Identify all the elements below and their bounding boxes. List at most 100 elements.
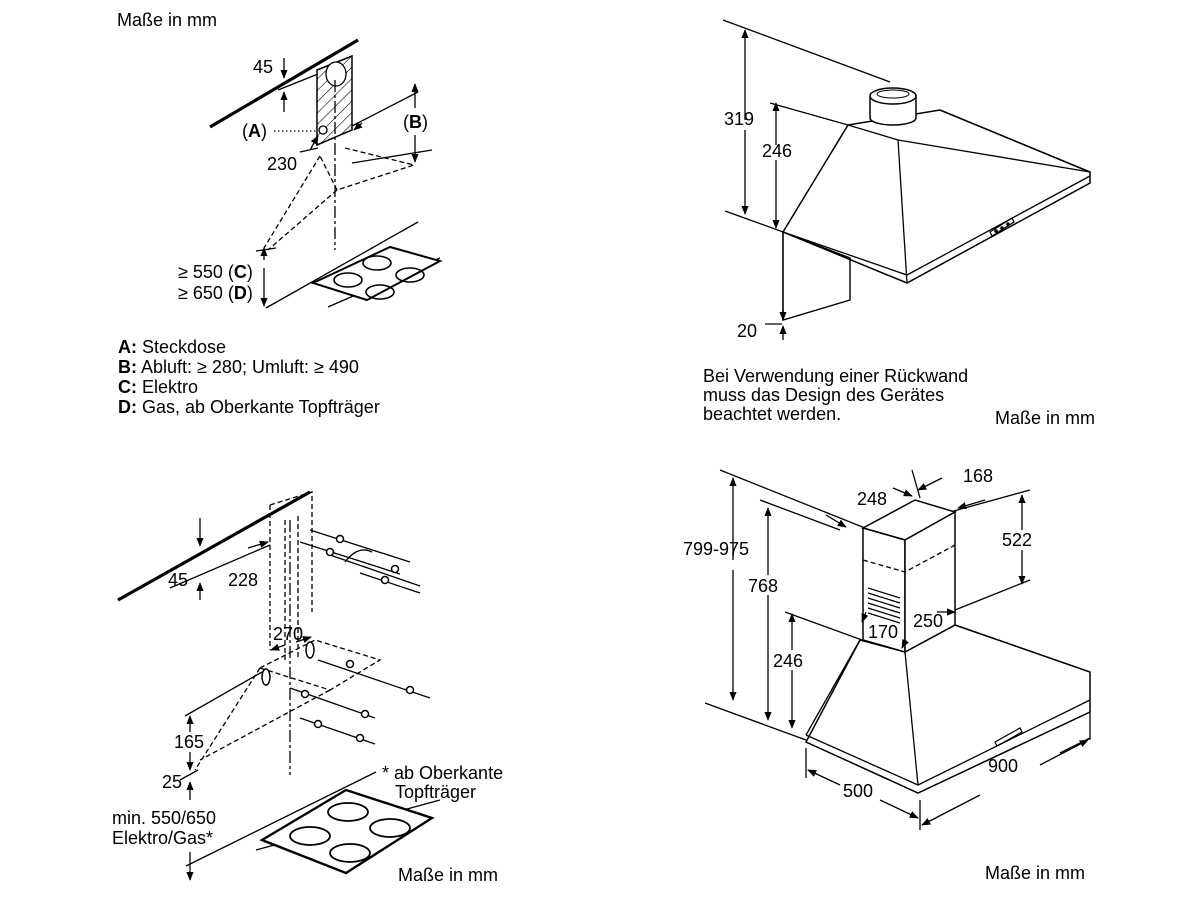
dim-168-arrow-right [957, 499, 986, 510]
burner-2 [362, 255, 392, 271]
dim-165: 165 [174, 732, 204, 752]
ref-line-522-bottom [954, 579, 1031, 611]
control-panel-br [994, 727, 1023, 747]
dim-230-ext [299, 147, 319, 153]
panel-installation-heights: Maße in mm 45 (A) 230 (B) [117, 10, 443, 417]
dim-500: 500 [843, 781, 873, 801]
dim-270-arrow-right [295, 636, 312, 644]
dim-900-leader [1059, 737, 1091, 754]
dim-230-arrow-right [353, 121, 363, 131]
dim-230-arrow-left [309, 135, 319, 151]
vent-1 [867, 587, 901, 599]
dim-25: 25 [162, 772, 182, 792]
screw-2 [325, 547, 335, 557]
units-label-bottom-left: Maße in mm [398, 865, 498, 885]
hood-front-edge-br [904, 651, 919, 786]
ref-line-768 [759, 499, 841, 531]
vent-3 [867, 597, 901, 609]
bracket-hook [344, 549, 373, 563]
dim-170-arrow-left [861, 611, 869, 623]
legend-b: B: Abluft: ≥ 280; Umluft: ≥ 490 [118, 357, 359, 377]
screw-3 [390, 564, 400, 574]
note-line-2: muss das Design des Gerätes [703, 385, 944, 405]
hood-dashed-front-bl [199, 689, 331, 761]
dim-900-arrow-right [1039, 739, 1089, 766]
screw-line-3 [329, 554, 421, 587]
min-label-line-2: Elektro/Gas* [112, 828, 213, 848]
chimney-joint-dashed [862, 544, 956, 573]
dim-246-br: 246 [773, 651, 803, 671]
hood-dashed-top [319, 147, 417, 191]
dim-250: 250 [913, 611, 943, 631]
hood-bottom-edge-br [805, 699, 1091, 786]
legend: A: Steckdose B: Abluft: ≥ 280; Umluft: ≥… [118, 337, 380, 417]
panel-hood-side-view: 319 246 20 Bei Verwendung einer Rückwand… [703, 19, 1095, 428]
dim-20: 20 [737, 321, 757, 341]
socket-icon [318, 125, 328, 135]
vent-grille [867, 587, 901, 624]
ref-line-top [722, 19, 891, 83]
burner-bl-1 [289, 826, 331, 846]
burner-bl-2 [327, 802, 369, 822]
note-line-3: beachtet werden. [703, 404, 841, 424]
dim-500-arrow-right [879, 799, 919, 819]
worktop-back-line-bl [185, 771, 377, 867]
dim-d-650: ≥ 650 (D) [178, 283, 253, 303]
vent-2 [867, 592, 901, 604]
hood-bottom-edge [782, 175, 1091, 276]
dim-45-tl: 45 [253, 57, 273, 77]
dim-cd-ext-top [255, 247, 277, 252]
ref-line-top-br [719, 469, 871, 531]
dim-25-leader [179, 769, 199, 781]
dim-170: 170 [868, 622, 898, 642]
note-line-1: Bei Verwendung einer Rückwand [703, 366, 968, 386]
cooktop [310, 245, 443, 302]
dim-799-975: 799-975 [683, 539, 749, 559]
worktop-back-line [265, 221, 419, 309]
legend-c: C: Elektro [118, 377, 198, 397]
units-label-bottom-right: Maße in mm [985, 863, 1085, 883]
dim-900-arrow-left [921, 794, 981, 826]
dim-45-ext [277, 73, 319, 91]
control-dot-3 [1006, 222, 1010, 226]
units-label-top-left: Maße in mm [117, 10, 217, 30]
label-a: (A) [242, 121, 267, 141]
dim-246-br-ext [784, 611, 863, 641]
dim-45-bl-ext [169, 544, 271, 589]
bracket-left [261, 668, 271, 686]
control-dot-1 [994, 229, 998, 233]
dim-170-arrow-right [901, 639, 909, 649]
panel-hood-overall-dimensions: 799-975 768 246 522 168 248 250 170 900 [683, 466, 1091, 883]
cooktop-bl [259, 788, 435, 875]
wall-line [351, 91, 419, 127]
screw-7 [300, 689, 310, 699]
screw-10 [355, 733, 365, 743]
hood-body-br [804, 624, 1091, 794]
screw-line-2 [299, 541, 401, 575]
chimney-side [904, 510, 956, 654]
hood-dashed-left-bl [194, 667, 261, 771]
legend-d: D: Gas, ab Oberkante Topfträger [118, 397, 380, 417]
dim-c-550: ≥ 550 (C) [178, 262, 253, 282]
dim-168: 168 [963, 466, 993, 486]
hood-dashed-front [267, 189, 338, 251]
duct-opening [325, 61, 347, 87]
dim-230: 230 [267, 154, 297, 174]
ceiling-line-bl [117, 490, 311, 602]
footnote-line-2: Topfträger [395, 782, 476, 802]
vent-4 [867, 602, 901, 614]
ref-line-522-top [949, 489, 1031, 513]
hood-body [781, 109, 1091, 284]
burner-1 [333, 272, 363, 288]
screw-line-7 [299, 717, 376, 745]
dim-768: 768 [748, 576, 778, 596]
screw-8 [360, 709, 370, 719]
dim-165-ext [184, 671, 263, 717]
bracket-right [305, 641, 315, 659]
dim-248-arrow-left [825, 514, 847, 528]
dim-168-arrow-left [917, 477, 943, 491]
dim-246-ext [769, 102, 849, 126]
dim-270: 270 [273, 624, 303, 644]
hood-dashed-left [263, 155, 321, 249]
